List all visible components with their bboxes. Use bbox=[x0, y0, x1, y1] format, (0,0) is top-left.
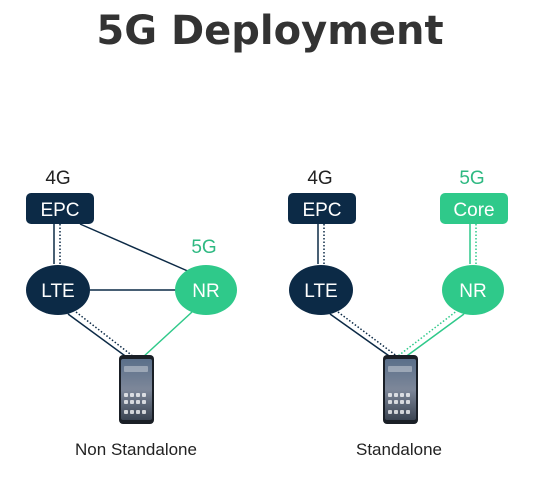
nr-device-link bbox=[403, 313, 465, 359]
nsa-lte-label: LTE bbox=[41, 281, 74, 302]
sa-core-label: Core bbox=[453, 200, 494, 221]
lte-device-link bbox=[329, 313, 393, 359]
sa-caption: Standalone bbox=[356, 440, 442, 459]
sa-lte-label: LTE bbox=[304, 281, 337, 302]
sa-core-generation: 5G bbox=[459, 168, 484, 189]
sa-nr-label: NR bbox=[459, 281, 486, 302]
nsa-lte-node: LTE bbox=[26, 265, 90, 315]
non-standalone-diagram: EPC 4G LTE 5G NR Non Standalone bbox=[26, 168, 237, 459]
sa-connections bbox=[317, 224, 477, 359]
lte-device-link-dotted bbox=[337, 311, 399, 358]
nsa-epc-node: EPC bbox=[26, 193, 94, 224]
sa-lte-node: LTE bbox=[289, 265, 353, 315]
nsa-nr-generation: 5G bbox=[191, 237, 216, 258]
nsa-connections bbox=[53, 223, 193, 359]
lte-device-link bbox=[67, 313, 129, 359]
smartphone-icon bbox=[119, 355, 154, 424]
nr-device-link-dotted bbox=[397, 309, 459, 357]
nsa-nr-label: NR bbox=[192, 281, 219, 302]
sa-core-node: Core bbox=[440, 193, 508, 224]
sa-epc-generation: 4G bbox=[307, 168, 332, 189]
nsa-caption: Non Standalone bbox=[75, 440, 197, 459]
nsa-epc-label: EPC bbox=[40, 200, 79, 221]
sa-epc-node: EPC bbox=[288, 193, 356, 224]
standalone-diagram: 4G EPC 5G Core LTE NR bbox=[288, 168, 508, 459]
sa-epc-label: EPC bbox=[302, 200, 341, 221]
nsa-epc-generation: 4G bbox=[45, 168, 70, 189]
nsa-nr-node: NR bbox=[175, 265, 237, 315]
epc-nr-link bbox=[79, 223, 191, 273]
lte-device-link-dotted bbox=[75, 311, 135, 358]
sa-nr-node: NR bbox=[442, 265, 504, 315]
smartphone-icon bbox=[383, 355, 418, 424]
page-title: 5G Deployment bbox=[96, 8, 444, 54]
nr-device-link bbox=[141, 311, 193, 359]
